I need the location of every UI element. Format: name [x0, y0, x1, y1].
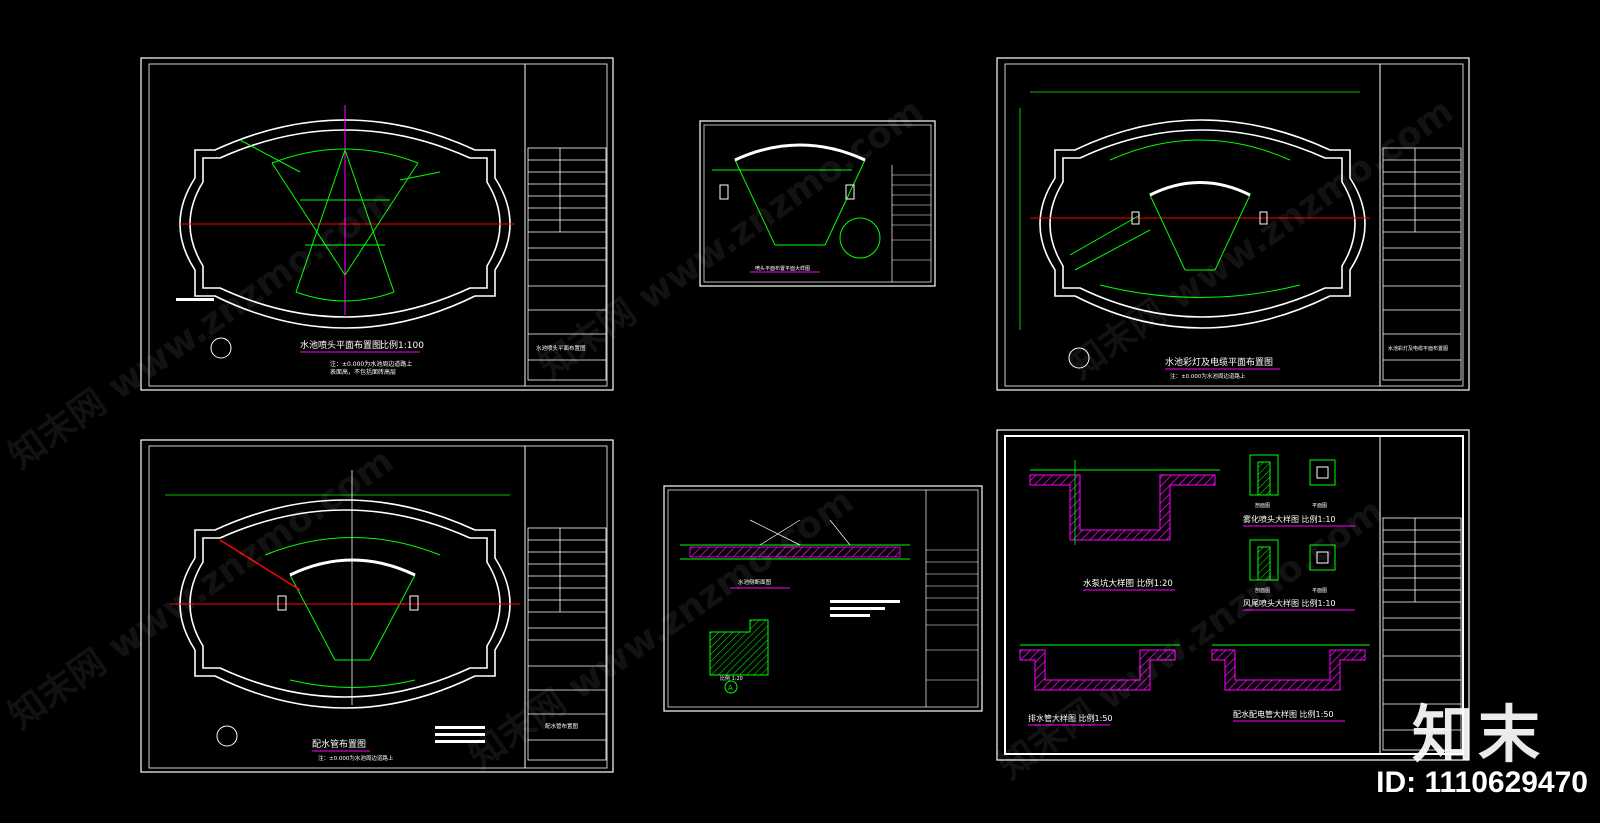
sheet-lighting-layout: 水池彩灯及电缆平面布置图 注：±0.000为水池周边道路上 水池彩灯及电缆平面布…	[996, 57, 1470, 391]
pool-outline	[1039, 119, 1366, 329]
sheet1-note2: 表面高，不包括面砖高层	[330, 368, 396, 376]
nozzle-fan	[239, 139, 441, 302]
sheet1-scale: 比例1:100	[380, 339, 424, 351]
sheet5-caption: 水池侧断面图	[738, 578, 772, 586]
sheet1-table-title: 水池喷头平面布置图	[536, 344, 586, 352]
sheet4-note: 注：±0.000为水池周边道路上	[318, 754, 394, 762]
sheet3-note: 注：±0.000为水池周边道路上	[1170, 372, 1246, 380]
sheet-detail-drawings: 水泵坑大样图 比例1:20 剖面图 平面图 雾化喷头大样图 比例1:10 剖面图…	[996, 429, 1470, 761]
sheet5-detail-scale: 比例 1:20	[720, 675, 743, 682]
pool-outline	[179, 119, 511, 329]
sheet6-title-drain-pipe: 排水管大样图 比例1:50	[1028, 713, 1113, 723]
sheet3-title: 水池彩灯及电缆平面布置图	[1165, 356, 1273, 368]
sheet3-table-title: 水池彩灯及电缆平面布置图	[1388, 345, 1448, 352]
title-block-table	[527, 147, 607, 381]
sheet6-title-supply-pipe: 配水配电管大样图 比例1:50	[1233, 709, 1334, 719]
sheet2-caption: 喷头平面布置平面大样图	[755, 265, 810, 272]
sheet6-title-mist-nozzle: 雾化喷头大样图 比例1:10	[1243, 514, 1336, 524]
brand-logo: 知末	[1411, 698, 1544, 771]
sheet6-sub-label-4: 平面图	[1312, 588, 1327, 594]
sheet-fountain-layout: 水池喷头平面布置图 比例1:100 注：±0.000为水池周边道路上 表面高，不…	[140, 57, 614, 391]
sheet-water-pipe-layout: 配水管布置图 注：±0.000为水池周边道路上 配水管布置图	[140, 439, 614, 773]
sheet6-sub-label-3: 剖面图	[1255, 587, 1270, 594]
sheet6-sub-label-2: 平面图	[1312, 503, 1327, 509]
sheet5-detail-mark: A	[728, 684, 733, 692]
sheet-nozzle-detail: 喷头平面布置平面大样图	[699, 120, 936, 287]
sheet6-title-pump-pit: 水泵坑大样图 比例1:20	[1083, 578, 1173, 589]
sheet4-title: 配水管布置图	[312, 738, 366, 750]
sheet1-note: 注：±0.000为水池周边道路上	[330, 360, 412, 368]
sheet6-sub-label-1: 剖面图	[1255, 502, 1270, 509]
sheet6-title-phoenix-nozzle: 风尾喷头大样图 比例1:10	[1243, 598, 1336, 608]
sheet1-title: 水池喷头平面布置图	[300, 339, 381, 351]
brand-id: ID: 1110629470	[1376, 766, 1588, 799]
sheet-side-section: 水池侧断面图 A 比例 1:20	[663, 485, 983, 712]
sheet4-table-title: 配水管布置图	[545, 722, 579, 730]
